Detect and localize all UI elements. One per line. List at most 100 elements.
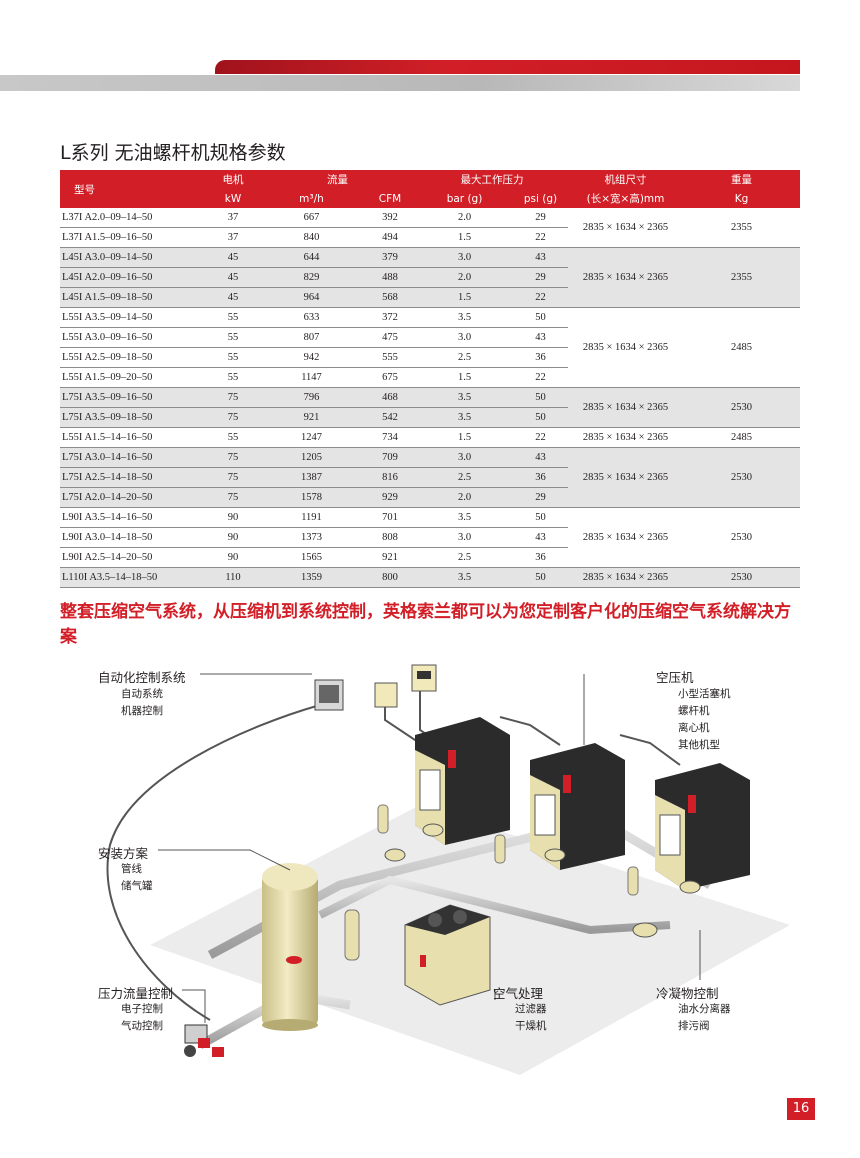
col-pressure: 最大工作压力 bbox=[416, 170, 568, 189]
diagram-illustration bbox=[106, 664, 790, 1075]
compressor-2 bbox=[530, 743, 625, 870]
automation-title: 自动化控制系统 bbox=[98, 670, 186, 685]
cell-cfm: 542 bbox=[364, 407, 416, 428]
control-box-2 bbox=[374, 682, 398, 708]
cell-model: L45I A2.0–09–16–50 bbox=[60, 267, 207, 288]
cell-psi: 50 bbox=[513, 307, 568, 328]
cell-dimension: 2835 × 1634 × 2365 bbox=[568, 427, 683, 448]
cell-bar: 3.5 bbox=[416, 307, 513, 328]
system-diagram: 自动化控制系统 自动系统 机器控制 空压机 小型活塞机 螺杆机 离心机 其他机型… bbox=[90, 655, 805, 1095]
cell-cfm: 494 bbox=[364, 227, 416, 248]
cell-kw: 90 bbox=[207, 547, 259, 568]
cell-psi: 36 bbox=[513, 547, 568, 568]
filter-2 bbox=[494, 834, 506, 864]
cell-cfm: 379 bbox=[364, 247, 416, 268]
table-header-row-1: 型号 电机 流量 最大工作压力 机组尺寸 重量 bbox=[60, 170, 800, 208]
cell-m3h: 964 bbox=[259, 287, 364, 308]
cell-cfm: 709 bbox=[364, 447, 416, 468]
drain-3 bbox=[544, 848, 566, 862]
cell-kw: 90 bbox=[207, 507, 259, 528]
pipe-2 bbox=[318, 875, 671, 935]
install-item: 管线 bbox=[121, 863, 142, 875]
col-kw: kW bbox=[207, 189, 259, 208]
cell-psi: 36 bbox=[513, 347, 568, 368]
cell-bar: 1.5 bbox=[416, 427, 513, 448]
cell-weight: 2485 bbox=[683, 427, 800, 448]
cell-psi: 36 bbox=[513, 467, 568, 488]
cell-m3h: 796 bbox=[259, 387, 364, 408]
cell-cfm: 734 bbox=[364, 427, 416, 448]
cell-kw: 55 bbox=[207, 367, 259, 388]
cell-m3h: 1191 bbox=[259, 507, 364, 528]
cell-kw: 75 bbox=[207, 387, 259, 408]
cell-m3h: 1247 bbox=[259, 427, 364, 448]
col-kg: Kg bbox=[683, 189, 800, 208]
col-psi: psi (g) bbox=[513, 189, 568, 208]
cell-bar: 3.0 bbox=[416, 327, 513, 348]
cell-kw: 37 bbox=[207, 208, 259, 228]
cell-kw: 55 bbox=[207, 307, 259, 328]
compressor-title: 空压机 bbox=[656, 670, 694, 685]
cell-model: L75I A2.5–14–18–50 bbox=[60, 467, 207, 488]
cell-model: L55I A1.5–14–16–50 bbox=[60, 427, 207, 448]
header-red-band bbox=[215, 60, 800, 74]
cell-model: L55I A3.5–09–14–50 bbox=[60, 307, 207, 328]
control-cable bbox=[106, 704, 321, 1021]
cell-psi: 22 bbox=[513, 427, 568, 448]
cell-model: L55I A3.0–09–16–50 bbox=[60, 327, 207, 348]
cell-dimension: 2835 × 1634 × 2365 bbox=[568, 208, 683, 248]
cell-cfm: 800 bbox=[364, 567, 416, 588]
header-gray-band bbox=[0, 75, 800, 91]
compressor-3 bbox=[655, 763, 750, 890]
cell-psi: 43 bbox=[513, 327, 568, 348]
col-bar: bar (g) bbox=[416, 189, 513, 208]
cell-cfm: 555 bbox=[364, 347, 416, 368]
callout-pressure bbox=[182, 989, 206, 1023]
cell-weight: 2355 bbox=[683, 208, 800, 248]
cell-m3h: 1359 bbox=[259, 567, 364, 588]
cell-model: L37I A2.0–09–14–50 bbox=[60, 208, 207, 228]
cell-psi: 50 bbox=[513, 567, 568, 588]
cell-psi: 50 bbox=[513, 507, 568, 528]
cell-bar: 2.5 bbox=[416, 547, 513, 568]
control-cable-4 bbox=[499, 716, 561, 746]
condensate-title: 冷凝物控制 bbox=[656, 986, 719, 1001]
cell-model: L55I A1.5–09–20–50 bbox=[60, 367, 207, 388]
cell-psi: 22 bbox=[513, 287, 568, 308]
cell-psi: 29 bbox=[513, 487, 568, 508]
cell-model: L37I A1.5–09–16–50 bbox=[60, 227, 207, 248]
cell-kw: 75 bbox=[207, 447, 259, 468]
cell-kw: 37 bbox=[207, 227, 259, 248]
receiver-tank bbox=[262, 863, 318, 1031]
cell-weight: 2530 bbox=[683, 447, 800, 508]
compressor-items: 小型活塞机 螺杆机 离心机 其他机型 bbox=[678, 686, 731, 754]
cell-psi: 50 bbox=[513, 387, 568, 408]
cell-bar: 1.5 bbox=[416, 287, 513, 308]
air-title: 空气处理 bbox=[493, 986, 544, 1001]
cell-m3h: 1565 bbox=[259, 547, 364, 568]
cell-model: L75I A3.5–09–18–50 bbox=[60, 407, 207, 428]
cell-dimension: 2835 × 1634 × 2365 bbox=[568, 387, 683, 428]
control-panel-screen bbox=[319, 685, 339, 703]
spec-table: 型号 电机 流量 最大工作压力 机组尺寸 重量 kW m³/h CFM bar … bbox=[60, 170, 800, 588]
cell-bar: 2.5 bbox=[416, 347, 513, 368]
filter-4 bbox=[344, 909, 360, 961]
cell-m3h: 633 bbox=[259, 307, 364, 328]
cell-cfm: 816 bbox=[364, 467, 416, 488]
cell-cfm: 392 bbox=[364, 208, 416, 228]
cell-bar: 3.0 bbox=[416, 247, 513, 268]
cell-cfm: 921 bbox=[364, 547, 416, 568]
automation-items: 自动系统 机器控制 bbox=[121, 686, 163, 720]
air-item: 过滤器 bbox=[515, 1003, 547, 1015]
col-dim-unit: (长×宽×高)mm bbox=[568, 189, 683, 208]
filter-1 bbox=[377, 804, 389, 834]
pressure-items: 电子控制 气动控制 bbox=[121, 1001, 163, 1035]
cell-bar: 2.5 bbox=[416, 467, 513, 488]
